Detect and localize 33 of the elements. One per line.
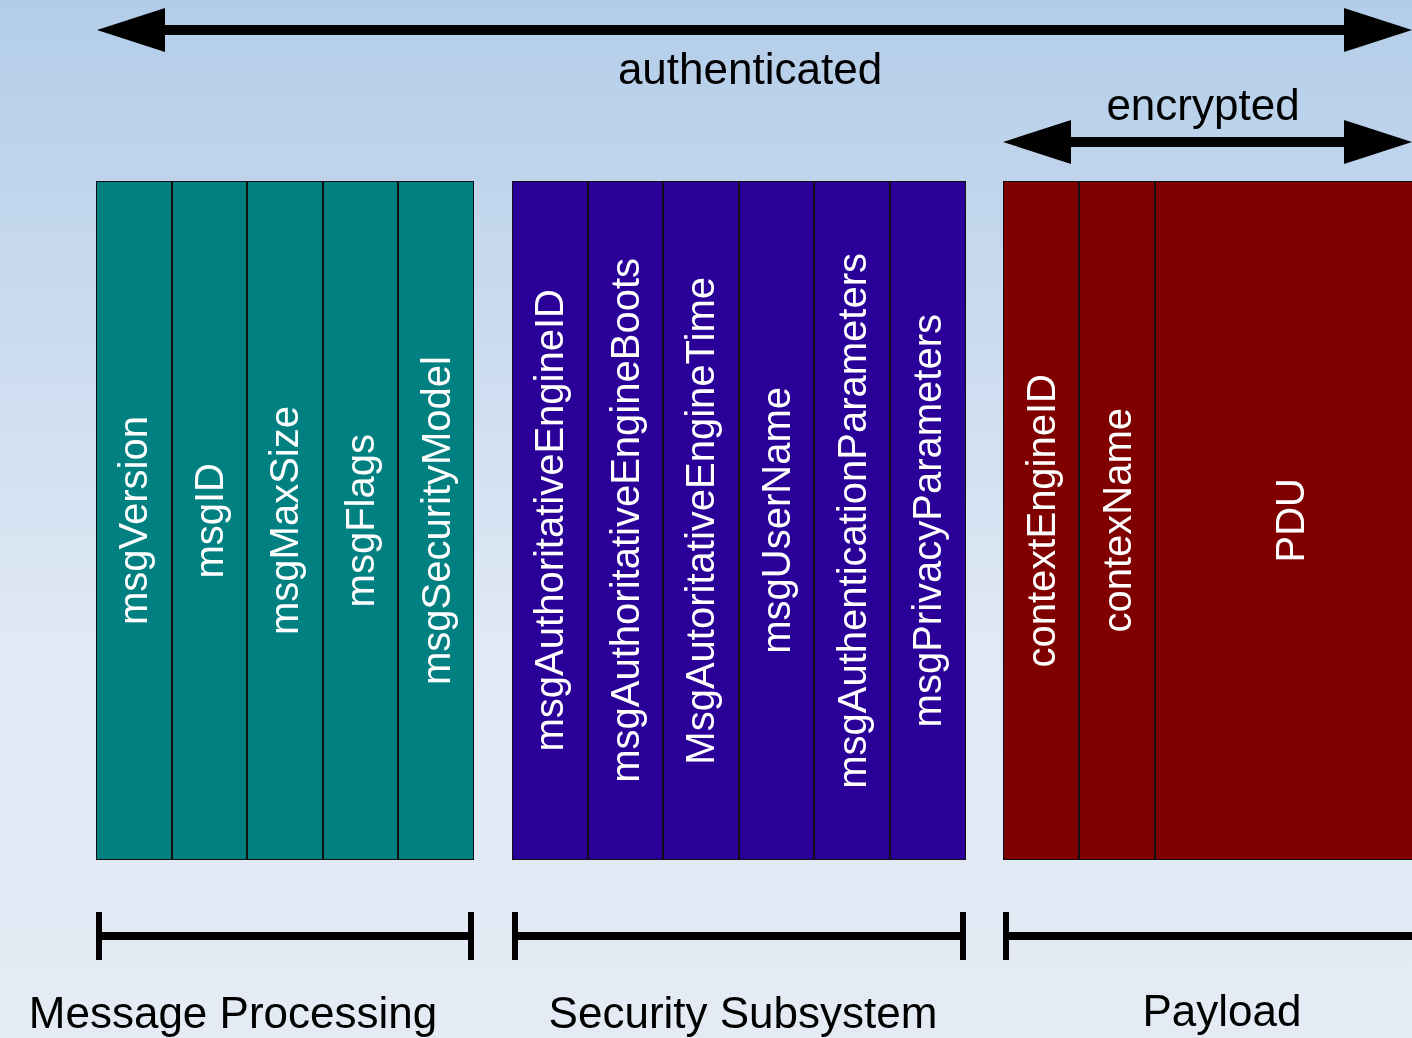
field-name: contextEngineID <box>1018 373 1064 668</box>
group-label: Security Subsystem <box>548 988 938 1038</box>
field-column <box>398 181 474 860</box>
field-column <box>1155 181 1412 860</box>
field-column <box>96 181 172 860</box>
field-column <box>738 181 815 860</box>
field-name: msgAuthoritativeEngineID <box>527 289 573 752</box>
field-column <box>322 181 399 860</box>
field-name: msgUserName <box>754 387 800 654</box>
field-name: msgFlags <box>338 433 384 608</box>
span-label: authenticated <box>617 44 883 94</box>
group-label: Message Processing <box>28 988 438 1038</box>
field-column <box>1003 181 1079 860</box>
field-name: msgPrivacyParameters <box>905 313 951 728</box>
field-column <box>1079 181 1155 860</box>
field-column <box>247 181 323 860</box>
field-column <box>814 181 890 860</box>
field-name: msgAuthenticationParameters <box>829 252 875 789</box>
field-column <box>512 181 588 860</box>
field-name: msgMaxSize <box>262 406 308 635</box>
field-name: msgAuthoritativeEngineBoots <box>602 258 648 783</box>
field-name: contexName <box>1094 408 1140 633</box>
field-column <box>890 181 966 860</box>
field-column <box>171 181 248 860</box>
field-column <box>587 181 664 860</box>
field-column <box>663 181 739 860</box>
span-label: encrypted <box>1106 80 1300 130</box>
field-name: MsgAutoritativeEngineTime <box>678 276 724 765</box>
field-name: msgID <box>186 462 232 579</box>
field-name: msgSecurityModel <box>413 356 459 685</box>
group-label: Payload <box>1142 986 1302 1036</box>
field-name: msgVersion <box>111 416 157 625</box>
field-name: PDU <box>1267 478 1313 563</box>
